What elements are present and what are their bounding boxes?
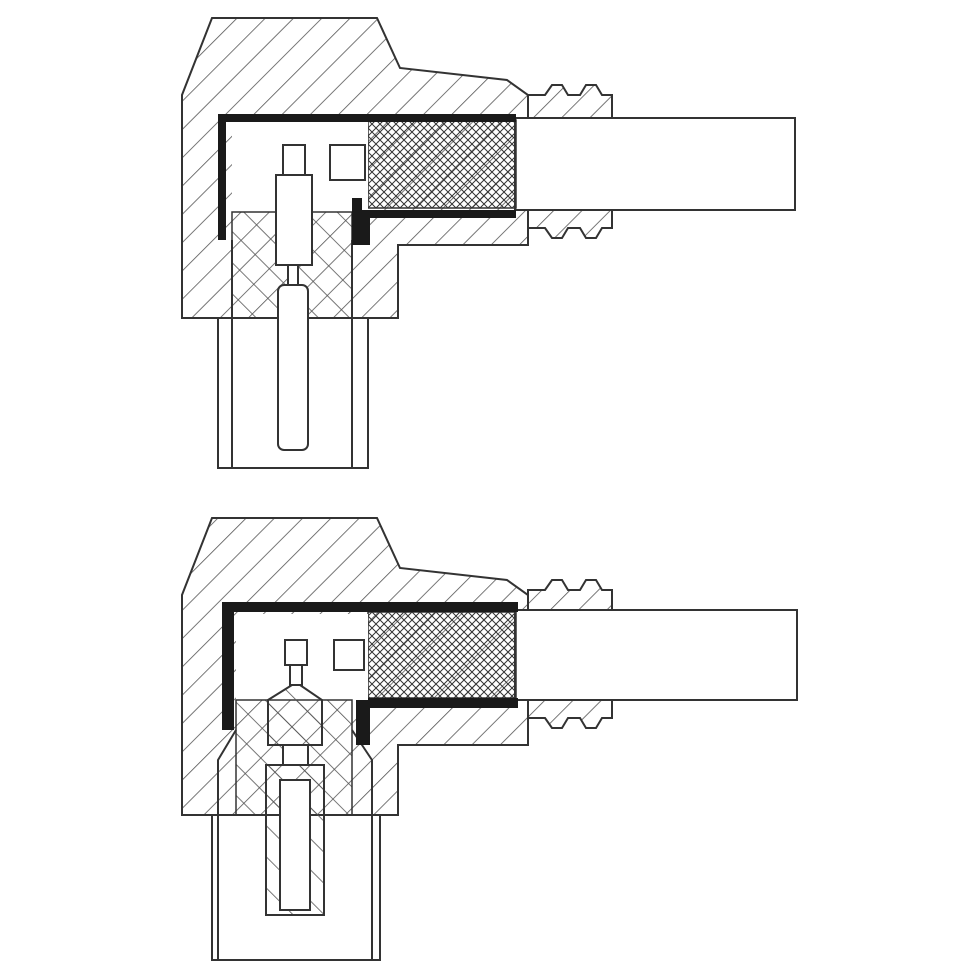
detent-square bbox=[333, 639, 365, 671]
cable-jacket bbox=[514, 609, 798, 701]
braid-shield bbox=[367, 611, 517, 699]
thread-ribs bbox=[527, 84, 613, 239]
cable-jacket bbox=[514, 117, 796, 211]
socket-contact bbox=[265, 639, 325, 916]
top-view bbox=[181, 17, 796, 469]
contact-pin bbox=[275, 144, 313, 451]
braid-shield bbox=[367, 119, 517, 209]
bottom-view bbox=[181, 517, 798, 961]
inner-shield bbox=[352, 198, 516, 245]
inner-shield bbox=[356, 698, 518, 745]
detent-square bbox=[329, 144, 366, 181]
thread-ribs bbox=[527, 579, 613, 729]
